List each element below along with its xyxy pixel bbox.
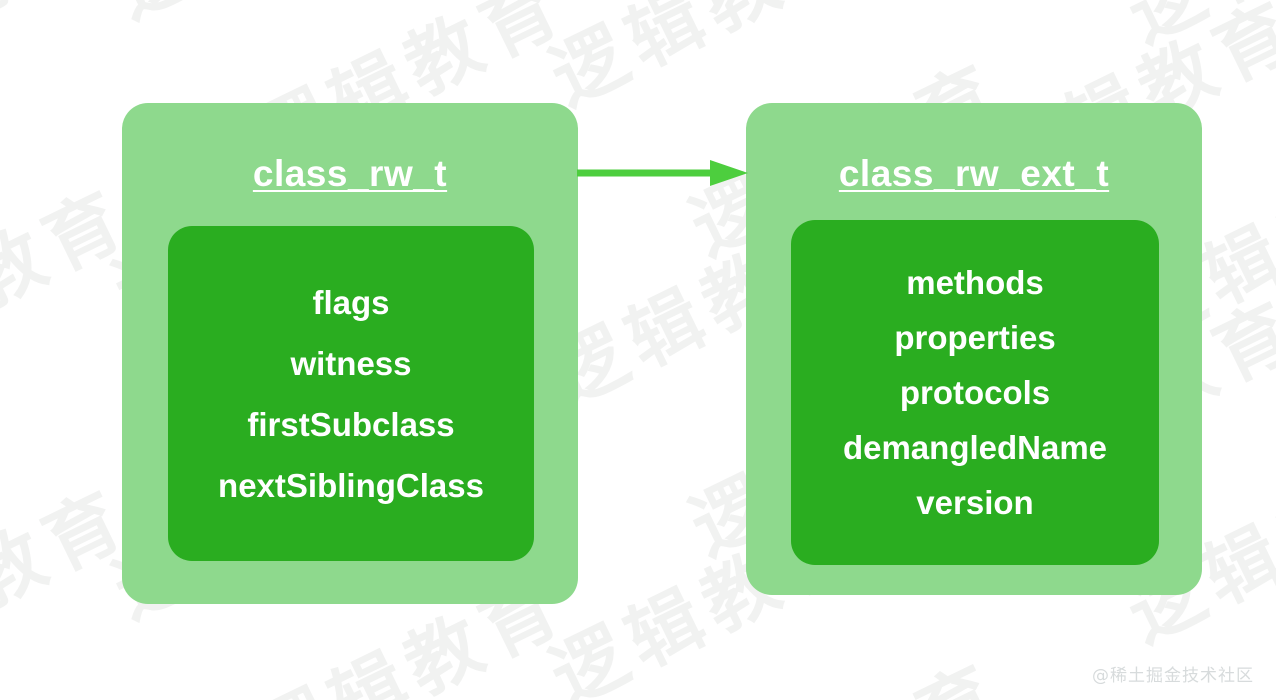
field-item: flags	[312, 283, 390, 321]
points-to-arrow-icon	[577, 160, 748, 186]
class-box-title-class-rw-ext-t: class_rw_ext_t	[838, 153, 1110, 194]
field-list-class-rw-t: flags witness firstSubclass nextSiblingC…	[168, 226, 534, 561]
field-item: methods	[906, 264, 1044, 301]
field-item: nextSiblingClass	[218, 466, 484, 504]
field-item: demangledName	[842, 429, 1108, 466]
class-box-class-rw-t[interactable]: class_rw_t flags witness firstSubclass n…	[122, 103, 578, 604]
class-box-class-rw-ext-t[interactable]: class_rw_ext_t methods properties protoc…	[746, 103, 1202, 595]
field-list-class-rw-ext-t: methods properties protocols demangledNa…	[791, 220, 1159, 565]
field-item: firstSubclass	[247, 405, 455, 443]
field-item: version	[916, 484, 1034, 521]
class-box-title-class-rw-t: class_rw_t	[252, 153, 448, 194]
field-item: witness	[290, 344, 412, 382]
field-item: protocols	[899, 374, 1051, 411]
credit-watermark: @稀土掘金技术社区	[1092, 666, 1254, 686]
field-item: properties	[894, 319, 1056, 356]
